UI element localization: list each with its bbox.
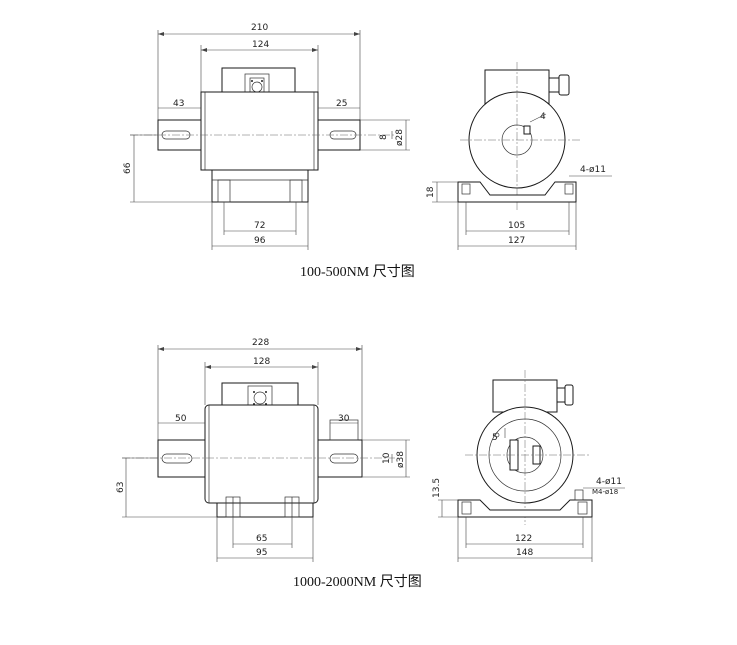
- dim-height-bottom: 63: [116, 482, 126, 493]
- dim-foot-outer-top: 96: [254, 236, 266, 246]
- dim-base-h-top: 18: [426, 186, 436, 198]
- dim-foot-inner-top: 72: [254, 221, 265, 231]
- dim-total-top: 210: [251, 23, 268, 33]
- dim-height-top: 66: [123, 162, 133, 174]
- dim-foot-outer-bottom: 95: [256, 548, 267, 558]
- dim-base-inner-top: 105: [508, 221, 525, 231]
- dim-base-outer-bottom: 148: [516, 548, 533, 558]
- top-side-view: 4 4-ø11 18 105 127: [426, 62, 612, 250]
- dim-dia-top: ø28: [395, 129, 405, 146]
- dim-total-bottom: 228: [252, 338, 269, 348]
- dim-right-shaft-top: 25: [336, 99, 347, 109]
- bottom-side-view: 5 4-ø11 M4-ø18 13.5 122 148: [432, 370, 625, 562]
- dim-holes-bottom: 4-ø11: [596, 477, 622, 487]
- dim-holes-top: 4-ø11: [580, 165, 606, 175]
- dim-key-top: 8: [379, 134, 389, 140]
- dim-foot-inner-bottom: 65: [256, 534, 267, 544]
- dim-base-inner-bottom: 122: [515, 534, 532, 544]
- dim-body-bottom: 128: [253, 357, 270, 367]
- dim-left-shaft-top: 43: [173, 99, 184, 109]
- dim-left-shaft-bottom: 50: [175, 414, 187, 424]
- dim-base-outer-top: 127: [508, 236, 525, 246]
- caption-bottom: 1000-2000NM 尺寸图: [293, 574, 422, 590]
- dim-right-shaft-bottom: 30: [338, 414, 350, 424]
- top-front-view: 210 124 43 25: [123, 23, 410, 250]
- dim-key-side-top: 4: [540, 112, 546, 122]
- caption-top: 100-500NM 尺寸图: [300, 264, 415, 280]
- dim-base-h-bottom: 13.5: [432, 478, 442, 498]
- dim-body-top: 124: [252, 40, 269, 50]
- bottom-front-view: 228 128 50 30: [116, 338, 410, 562]
- dim-holes-sub-bottom: M4-ø18: [592, 488, 618, 496]
- dim-key-bottom: 10: [382, 452, 392, 464]
- dim-key-side-bottom: 5: [492, 433, 498, 443]
- dim-dia-bottom: ø38: [396, 451, 406, 468]
